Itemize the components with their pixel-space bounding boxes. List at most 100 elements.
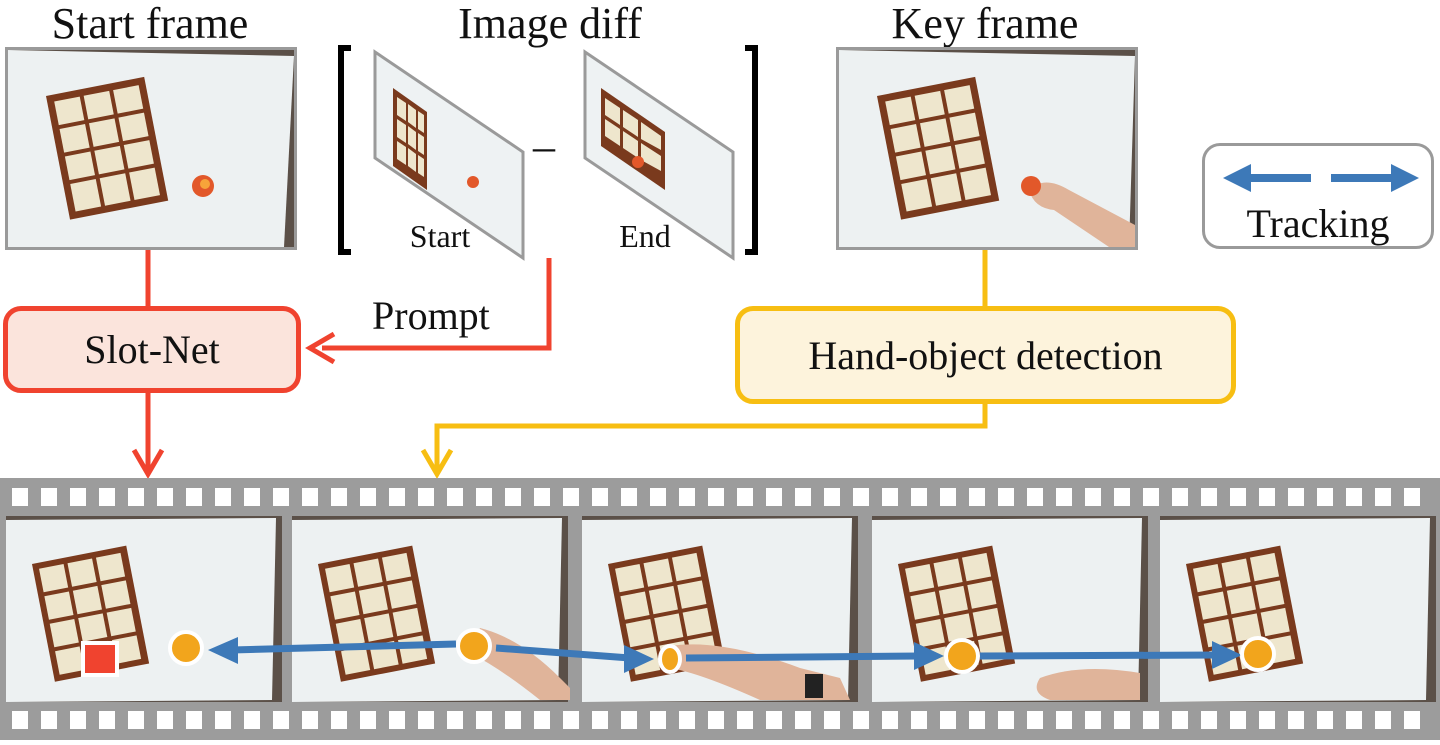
- sprocket-hole: [244, 711, 260, 729]
- track-arrow-2-head: [624, 645, 654, 673]
- sprocket-hole: [1056, 488, 1072, 506]
- track-arrow-3: [685, 652, 921, 662]
- sprocket-hole: [360, 488, 376, 506]
- sprocket-hole: [853, 488, 869, 506]
- double-arrow-icon: [1223, 164, 1419, 192]
- sprocket-hole: [41, 488, 57, 506]
- sprocket-hole: [708, 488, 724, 506]
- sprocket-hole: [766, 488, 782, 506]
- sprocket-hole: [41, 711, 57, 729]
- sprocket-hole: [737, 488, 753, 506]
- sprocket-hole: [418, 711, 434, 729]
- object-marker-3: [658, 644, 682, 674]
- sprocket-hole: [969, 488, 985, 506]
- sprocket-hole: [1027, 488, 1043, 506]
- prompt-label: Prompt: [372, 293, 490, 338]
- minus-sign: –: [533, 122, 555, 171]
- sprocket-hole: [186, 488, 202, 506]
- sprocket-hole: [157, 711, 173, 729]
- sprocket-hole: [737, 711, 753, 729]
- sprocket-hole: [128, 488, 144, 506]
- sprocket-hole: [389, 711, 405, 729]
- track-arrow-1-head: [208, 637, 238, 664]
- sprocket-hole: [1085, 711, 1101, 729]
- sprocket-hole: [447, 488, 463, 506]
- sprocket-hole: [505, 711, 521, 729]
- sprocket-hole: [1346, 711, 1362, 729]
- hod-to-film-edge: [434, 400, 988, 470]
- sprocket-hole: [99, 711, 115, 729]
- sprocket-hole: [940, 488, 956, 506]
- film-frame-5: [1160, 516, 1436, 702]
- sprocket-hole: [1143, 711, 1159, 729]
- sprocket-hole: [1375, 711, 1391, 729]
- right-bracket: [745, 45, 758, 255]
- sprocket-hole: [1172, 488, 1188, 506]
- key-frame-image: [836, 47, 1138, 250]
- sprocket-hole: [708, 711, 724, 729]
- sprocket-hole: [824, 488, 840, 506]
- sprocket-hole: [1085, 488, 1101, 506]
- start-frame-image: [5, 47, 297, 250]
- start-frame-title: Start frame: [51, 0, 249, 48]
- object-marker-4: [944, 638, 980, 674]
- sprocket-hole: [882, 488, 898, 506]
- sprocket-hole: [273, 711, 289, 729]
- sprocket-hole: [534, 711, 550, 729]
- sprocket-hole: [940, 711, 956, 729]
- sprocket-hole: [1114, 488, 1130, 506]
- tracking-label: Tracking: [1246, 201, 1390, 246]
- sprocket-hole: [1259, 711, 1275, 729]
- diff-start-label: Start: [409, 218, 471, 254]
- sprocket-hole: [592, 488, 608, 506]
- track-arrow-4: [979, 651, 1219, 660]
- diff-start-image: [373, 49, 525, 261]
- sprocket-hole: [563, 711, 579, 729]
- sprocket-hole: [1288, 711, 1304, 729]
- hand-arm-1: [470, 628, 570, 700]
- sprocket-hole: [215, 711, 231, 729]
- sprocket-hole: [824, 711, 840, 729]
- sprocket-hole: [795, 488, 811, 506]
- key-frame-title: Key frame: [891, 0, 1079, 48]
- sprocket-hole: [99, 488, 115, 506]
- sprocket-hole: [650, 488, 666, 506]
- sprocket-hole: [186, 711, 202, 729]
- sprocket-hole: [128, 711, 144, 729]
- sprocket-hole: [1143, 488, 1159, 506]
- sprocket-hole: [1201, 488, 1217, 506]
- sprocket-hole: [389, 488, 405, 506]
- object-marker-5: [1240, 636, 1276, 672]
- image-diff-group: [338, 45, 758, 261]
- sprocket-hole: [70, 488, 86, 506]
- sprocket-hole: [998, 488, 1014, 506]
- sprocket-hole: [1288, 488, 1304, 506]
- track-arrow-1: [231, 640, 457, 654]
- sprocket-hole: [1404, 711, 1420, 729]
- sprocket-hole: [302, 488, 318, 506]
- sprocket-hole: [12, 711, 28, 729]
- sprocket-hole: [447, 711, 463, 729]
- sprocket-hole: [911, 711, 927, 729]
- sprocket-hole: [1114, 711, 1130, 729]
- sprocket-hole: [621, 711, 637, 729]
- sprocket-hole: [1027, 711, 1043, 729]
- sprocket-hole: [331, 711, 347, 729]
- sprocket-hole: [70, 711, 86, 729]
- object-marker-1: [168, 630, 204, 666]
- sprocket-hole: [621, 488, 637, 506]
- film-strip: [0, 478, 1440, 740]
- sprocket-hole: [302, 711, 318, 729]
- sprocket-hole: [882, 711, 898, 729]
- sprocket-hole: [853, 711, 869, 729]
- film-frame-1: [6, 516, 282, 702]
- sprocket-hole: [592, 711, 608, 729]
- tracking-arrows: [208, 637, 1242, 673]
- slot-net-node: Slot-Net: [3, 306, 301, 393]
- track-arrow-3-head: [914, 642, 944, 670]
- diff-end-label: End: [619, 218, 671, 254]
- sprocket-hole: [476, 488, 492, 506]
- sprocket-hole: [969, 711, 985, 729]
- sprocket-hole: [563, 488, 579, 506]
